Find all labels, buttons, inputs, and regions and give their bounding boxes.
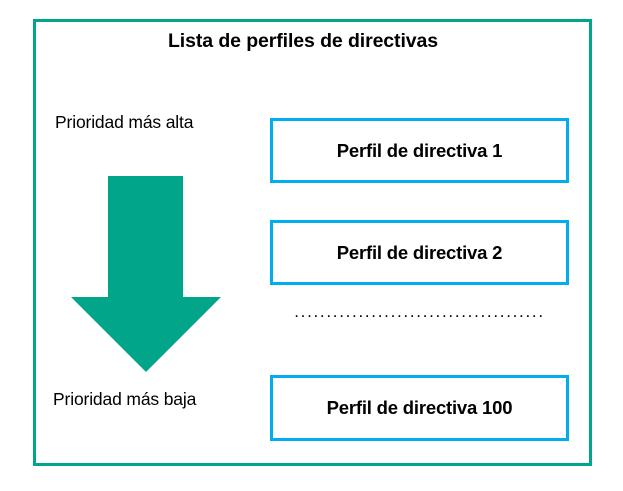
policy-profile-box-100[interactable]: Perfil de directiva 100	[270, 375, 569, 441]
page-title: Lista de perfiles de directivas	[167, 30, 438, 52]
priority-label-highest: Prioridad más alta	[55, 112, 194, 132]
priority-label-lowest: Prioridad más baja	[53, 389, 197, 409]
priority-direction-arrow	[68, 172, 228, 377]
arrow-down-icon	[71, 176, 221, 372]
policy-profile-box-2[interactable]: Perfil de directiva 2	[270, 220, 569, 285]
policy-profile-label: Perfil de directiva 1	[336, 139, 503, 161]
policy-profile-label: Perfil de directiva 100	[326, 397, 513, 418]
policy-profile-label: Perfil de directiva 2	[336, 241, 503, 263]
policy-profile-box-1[interactable]: Perfil de directiva 1	[270, 118, 569, 183]
profile-list-continuation-dots: .......................................	[294, 303, 545, 320]
